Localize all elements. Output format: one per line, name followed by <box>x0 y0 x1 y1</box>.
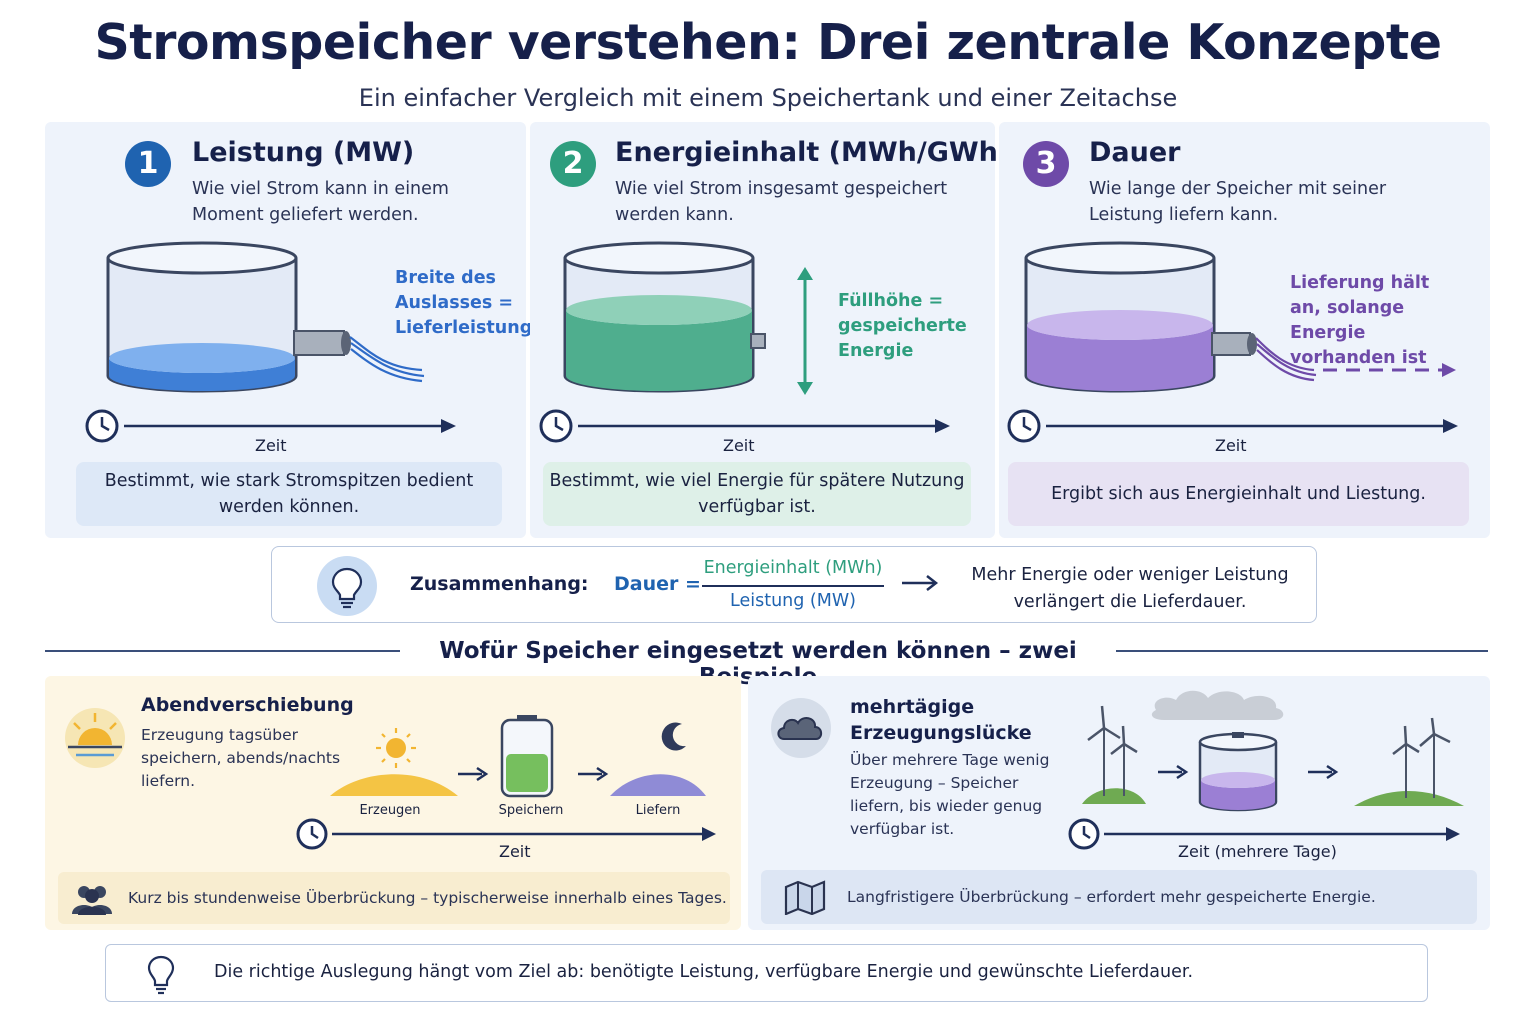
example2-title: mehrtägige Erzeugungslücke <box>850 696 1032 744</box>
axis-label: Zeit <box>1215 436 1247 455</box>
step-label: Erzeugen <box>359 803 421 818</box>
annotation-power: Breite des Auslasses = Lieferleistung <box>395 268 533 338</box>
axis-label: Zeit (mehrere Tage) <box>1178 842 1337 861</box>
page-subtitle: Ein einfacher Vergleich mit einem Speich… <box>358 84 1178 112</box>
concept-description: Wie viel Strom insgesamt gespeichert wer… <box>615 179 948 225</box>
fraction-bar <box>702 585 884 587</box>
relation-lhs: Dauer = <box>614 573 701 595</box>
badge-1: 1 <box>125 141 171 187</box>
relation-box <box>271 546 1317 623</box>
example1-footer: Kurz bis stundenweise Überbrückung – typ… <box>58 872 730 924</box>
evening-shift-flow <box>330 715 706 798</box>
time-axis-2 <box>539 409 950 443</box>
footer-text: Die richtige Auslegung hängt vom Ziel ab… <box>214 962 1194 982</box>
axis-label: Zeit <box>723 436 755 455</box>
concept-description: Wie viel Strom kann in einem Moment geli… <box>192 179 449 225</box>
axis-label: Zeit <box>499 842 531 861</box>
step-label: Liefern <box>635 803 681 818</box>
tank-power-illustration <box>106 241 425 393</box>
tank-duration-illustration <box>1024 241 1456 393</box>
example2-footer: Langfristigere Überbrückung – erfordert … <box>761 870 1477 924</box>
relation-denominator: Leistung (MW) <box>730 591 856 611</box>
example2-description: Über mehrere Tage wenig Erzeugung – Spei… <box>850 751 1050 838</box>
summary-energy: Bestimmt, wie viel Energie für spätere N… <box>543 462 971 526</box>
map-icon <box>784 880 826 915</box>
relation-conclusion: Mehr Energie oder weniger Leistung verlä… <box>971 565 1289 612</box>
sunset-icon <box>65 708 125 768</box>
annotation-energy: Füllhöhe = gespeicherte Energie <box>838 291 967 361</box>
relation-numerator: Energieinhalt (MWh) <box>703 558 883 578</box>
divider-left <box>45 650 400 652</box>
axis-label: Zeit <box>255 436 287 455</box>
concept-title: Dauer <box>1089 137 1181 168</box>
time-axis-example1 <box>296 818 716 850</box>
example1-description: Erzeugung tagsüber speichern, abends/nac… <box>141 726 341 790</box>
multiday-gap-flow <box>1082 690 1464 812</box>
cloud-icon <box>771 698 831 758</box>
example1-footer-text: Kurz bis stundenweise Überbrückung – typ… <box>128 889 727 907</box>
step-label: Speichern <box>498 803 564 818</box>
arrow-right-icon <box>902 575 939 591</box>
divider-right <box>1116 650 1488 652</box>
time-axis-1 <box>85 409 456 443</box>
concept-title: Energieinhalt (MWh/GWh) <box>615 137 1011 168</box>
concept-description: Wie lange der Speicher mit seiner Leistu… <box>1089 179 1387 225</box>
badge-2: 2 <box>550 141 596 187</box>
summary-power: Bestimmt, wie stark Stromspitzen bedient… <box>76 462 502 526</box>
page-title: Stromspeicher verstehen: Drei zentrale K… <box>94 14 1442 71</box>
concept-title: Leistung (MW) <box>192 137 415 168</box>
lightbulb-icon <box>147 955 175 995</box>
footer-box <box>105 944 1428 1002</box>
example2-footer-text: Langfristigere Überbrückung – erfordert … <box>847 888 1376 906</box>
summary-duration: Ergibt sich aus Energieinhalt und Liestu… <box>1008 462 1469 526</box>
people-icon <box>72 886 112 915</box>
lightbulb-icon <box>317 556 377 616</box>
annotation-duration: Lieferung hält an, solange Energie vorha… <box>1290 273 1430 368</box>
badge-3: 3 <box>1023 141 1069 187</box>
example1-title: Abendverschiebung <box>141 694 354 716</box>
tank-energy-illustration <box>563 241 813 395</box>
relation-label: Zusammenhang: <box>410 573 589 595</box>
time-axis-example2 <box>1068 818 1460 850</box>
time-axis-3 <box>1007 409 1458 443</box>
